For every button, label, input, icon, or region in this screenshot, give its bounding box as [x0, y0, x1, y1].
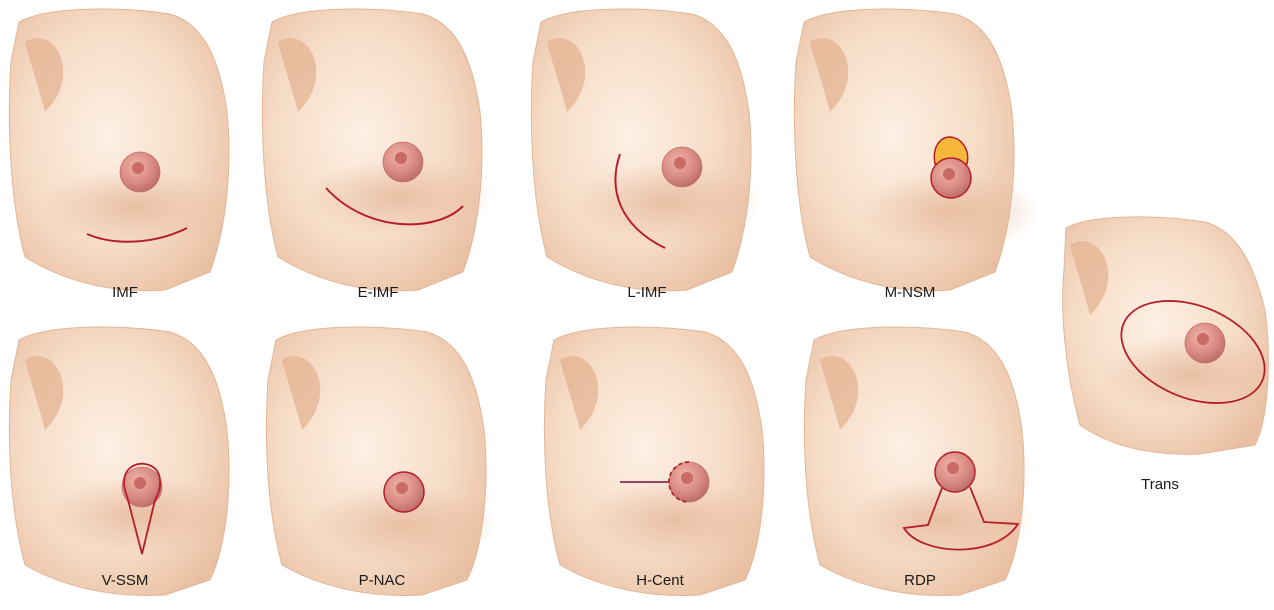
panel-label: P-NAC	[262, 572, 502, 589]
panel-label: V-SSM	[5, 572, 245, 589]
panel-label: Trans	[1040, 476, 1274, 493]
breast-diagram-p-nac-icon	[262, 310, 502, 610]
panel-e-imf: E-IMF	[258, 2, 498, 302]
panel-label: L-IMF	[527, 284, 767, 301]
breast-diagram-trans-icon	[1040, 200, 1274, 500]
panel-label: H-Cent	[540, 572, 780, 589]
panel-label: RDP	[800, 572, 1040, 589]
panel-label: M-NSM	[790, 284, 1030, 301]
panel-label: E-IMF	[258, 284, 498, 301]
panel-v-ssm: V-SSM	[5, 310, 245, 610]
panel-p-nac: P-NAC	[262, 310, 502, 610]
breast-diagram-h-cent-icon	[540, 310, 780, 610]
breast-diagram-rdp-icon	[800, 310, 1040, 610]
breast-diagram-v-ssm-icon	[5, 310, 245, 610]
panel-h-cent: H-Cent	[540, 310, 780, 610]
panel-m-nsm: M-NSM	[790, 2, 1030, 302]
breast-diagram-l-imf-icon	[527, 2, 767, 302]
panel-trans: Trans	[1040, 200, 1274, 500]
panel-label: IMF	[5, 284, 245, 301]
breast-diagram-m-nsm-icon	[790, 2, 1030, 302]
panel-imf: IMF	[5, 2, 245, 302]
breast-diagram-imf-icon	[5, 2, 245, 302]
panel-l-imf: L-IMF	[527, 2, 767, 302]
breast-diagram-e-imf-icon	[258, 2, 498, 302]
panel-rdp: RDP	[800, 310, 1040, 610]
